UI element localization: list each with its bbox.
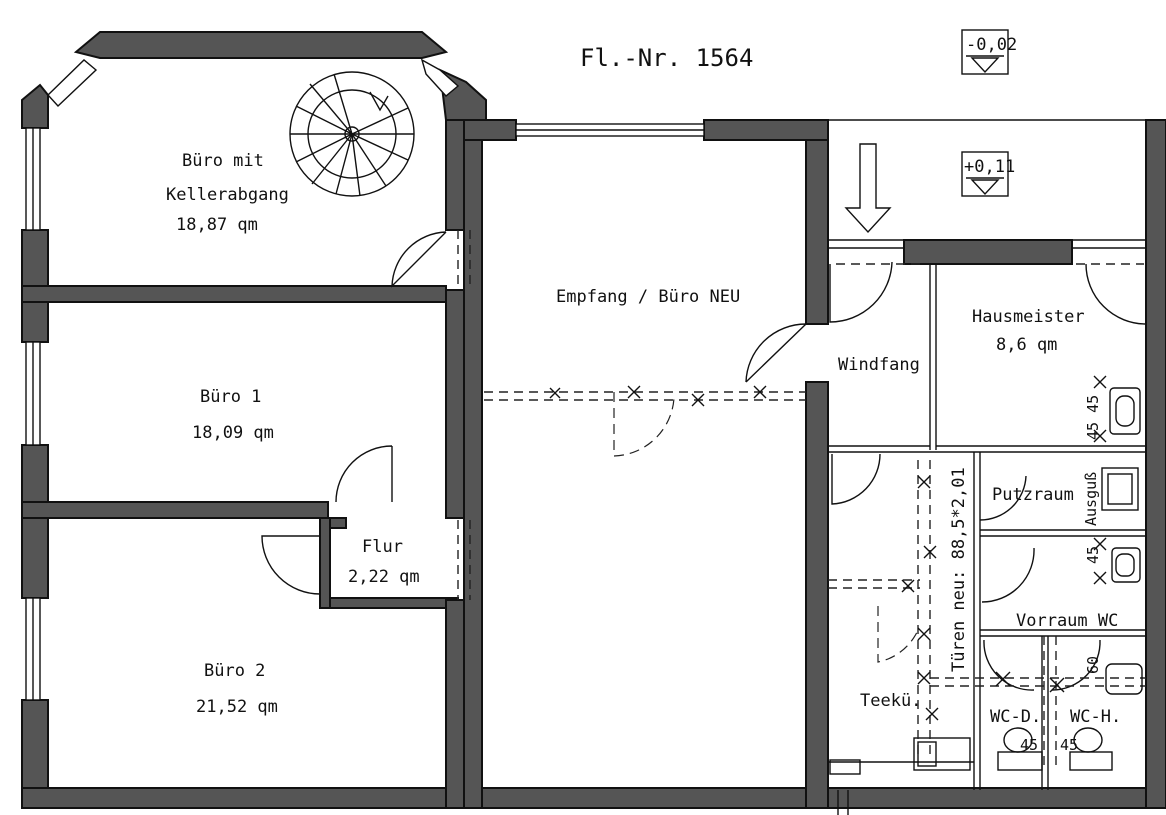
room-flur-name: Flur bbox=[362, 537, 403, 557]
room-buero-1-area: 18,09 qm bbox=[192, 423, 274, 443]
dim-45-45: 45 45 bbox=[1084, 395, 1102, 440]
room-wc-d-name: WC-D. bbox=[990, 707, 1041, 727]
exterior-walls bbox=[21, 31, 1166, 809]
dim-wc-d: 45 bbox=[1020, 736, 1038, 754]
demolition-lines bbox=[457, 230, 1146, 770]
level-marker-outside: -0,02 bbox=[961, 29, 1017, 75]
dim-wc-h: 45 bbox=[1060, 736, 1078, 754]
room-buero-1-name: Büro 1 bbox=[200, 387, 261, 407]
doors bbox=[261, 231, 1147, 691]
sanitary-fixtures bbox=[997, 387, 1143, 771]
cross-markers bbox=[549, 375, 1107, 721]
dim-45: 45 bbox=[1084, 546, 1102, 564]
room-flur-area: 2,22 qm bbox=[348, 567, 420, 587]
room-buero-2-name: Büro 2 bbox=[204, 661, 265, 681]
entrance-arrow-icon bbox=[844, 143, 892, 234]
spiral-staircase bbox=[289, 71, 415, 197]
room-vorraum-wc-name: Vorraum WC bbox=[1016, 611, 1118, 631]
room-teekueche-name: Teekü. bbox=[860, 691, 921, 711]
room-windfang-name: Windfang bbox=[838, 355, 920, 375]
level-marker-entrance: +0,11 bbox=[961, 151, 1015, 197]
room-buero-keller-name-1: Büro mit bbox=[182, 151, 264, 171]
level-outside-label: -0,02 bbox=[966, 35, 1017, 55]
room-putzraum-name: Putzraum bbox=[992, 485, 1074, 505]
ausguss-label: Ausguß bbox=[1082, 472, 1100, 526]
level-entrance-label: +0,11 bbox=[964, 157, 1015, 177]
room-hausmeister-area: 8,6 qm bbox=[996, 335, 1057, 355]
room-hausmeister-name: Hausmeister bbox=[972, 307, 1085, 327]
room-buero-keller-name-2: Kellerabgang bbox=[166, 185, 289, 205]
room-buero-keller-area: 18,87 qm bbox=[176, 215, 258, 235]
room-empfang-name: Empfang / Büro NEU bbox=[556, 287, 740, 307]
right-wing-outline bbox=[828, 119, 1146, 815]
room-buero-2-area: 21,52 qm bbox=[196, 697, 278, 717]
doors-new-note: Türen neu: 88,5*2,01 bbox=[949, 467, 969, 672]
windows bbox=[25, 58, 705, 701]
room-wc-h-name: WC-H. bbox=[1070, 707, 1121, 727]
plot-number: Fl.-Nr. 1564 bbox=[580, 44, 753, 72]
dim-60: 60 bbox=[1084, 656, 1102, 674]
